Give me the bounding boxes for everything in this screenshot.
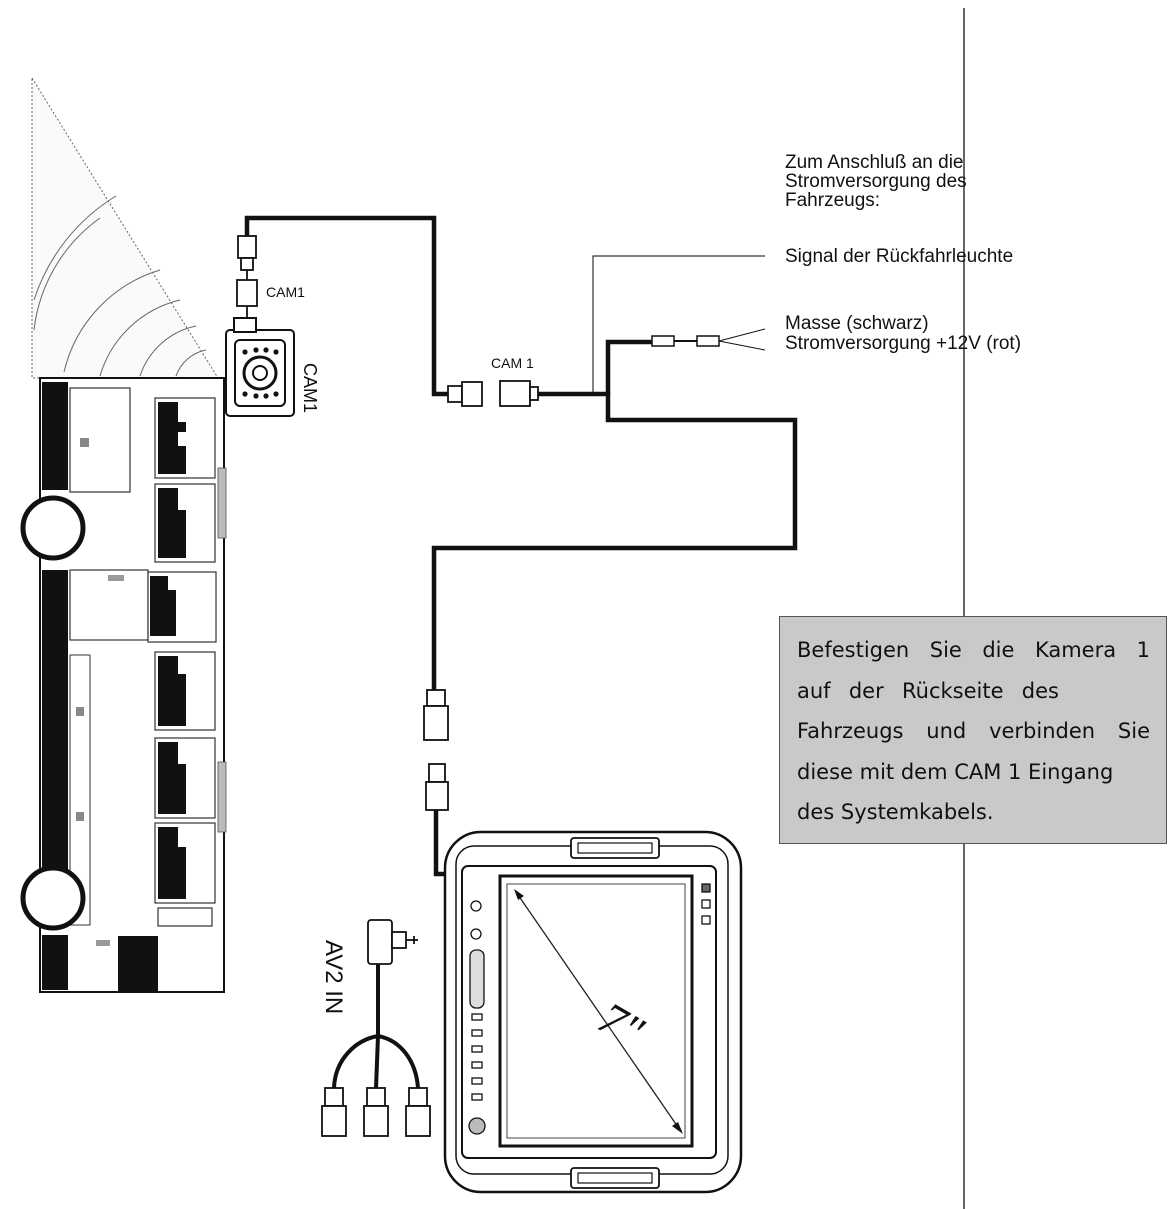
instruction-line-5: des Systemkabels. <box>797 800 994 824</box>
av2-breakout <box>321 919 431 1137</box>
instruction-line-4: diese mit dem CAM 1 Eingang <box>797 759 1114 784</box>
ground-label: Masse (schwarz) <box>785 313 929 334</box>
camera-cable <box>244 215 450 397</box>
power-heading-line-2: Stromversorgung des <box>785 171 967 192</box>
rear-wheel <box>20 865 86 931</box>
power-heading-line-3: Fahrzeugs: <box>785 190 881 211</box>
cam1-coupling <box>447 380 539 407</box>
cam1-camera-label: CAM1 <box>300 363 320 414</box>
cam1-cable-label: CAM 1 <box>491 355 534 371</box>
vehicle-outline <box>20 377 227 993</box>
power-12v-label: Stromversorgung +12V (rot) <box>785 333 1022 354</box>
power-lead <box>651 328 766 351</box>
reverse-signal-label: Signal der Rückfahrleuchte <box>785 246 1014 267</box>
monitor-connector <box>423 689 449 811</box>
system-cable <box>431 339 798 690</box>
power-heading-line-1: Zum Anschluß an die <box>785 152 964 173</box>
instruction-box: Befestigen Sie die Kamera 1 auf der Rück… <box>779 616 1167 844</box>
monitor-7-inch <box>443 830 743 1194</box>
camera-view-cone <box>31 76 219 379</box>
camera-cam1 <box>225 317 295 417</box>
instruction-line-1: Befestigen Sie die Kamera 1 <box>797 638 1150 662</box>
front-wheel <box>20 495 86 561</box>
instruction-line-2: auf der Rückseite des <box>797 678 1059 703</box>
instruction-line-3: Fahrzeugs und verbinden Sie <box>797 719 1150 743</box>
av2-in-label: AV2 IN <box>320 940 347 1015</box>
cam1-plug-label: CAM1 <box>266 284 305 300</box>
camera-connector <box>236 235 258 318</box>
reverse-signal-lead <box>592 255 765 392</box>
